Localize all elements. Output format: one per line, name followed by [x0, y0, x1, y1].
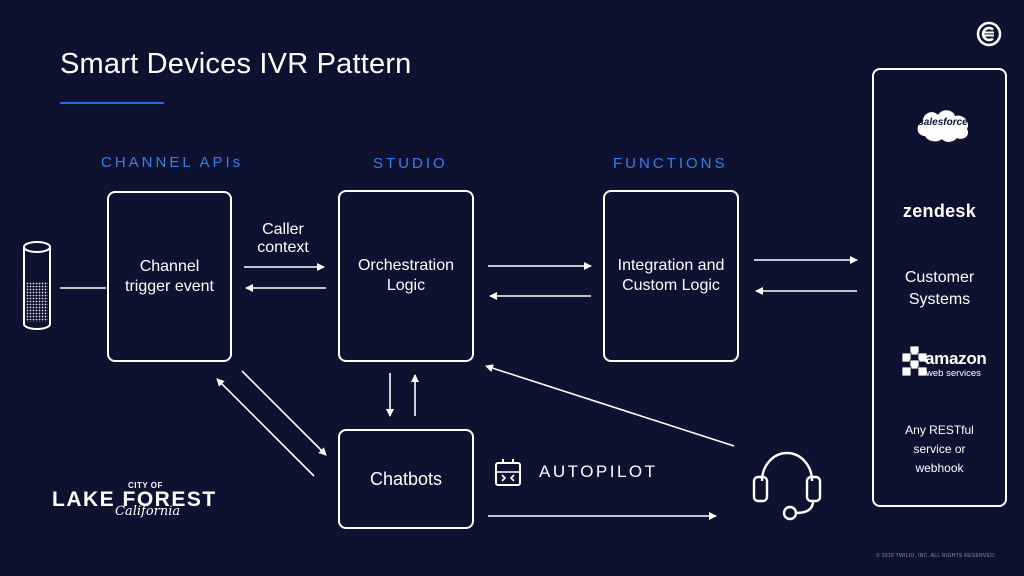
aws-cubes-icon — [901, 345, 928, 377]
section-functions: FUNCTIONS — [613, 155, 728, 172]
salesforce-logo — [913, 104, 973, 144]
section-studio: STUDIO — [373, 155, 448, 172]
chatbots-label: Chatbots — [369, 469, 443, 489]
title-underline — [60, 102, 164, 104]
autopilot-label: AUTOPILOT — [539, 462, 658, 481]
orchestration-label: Orchestration Logic — [357, 257, 455, 294]
customer-systems-label: Customer Systems — [904, 269, 975, 308]
page-title: Smart Devices IVR Pattern — [60, 48, 412, 80]
amazon-sub-label: web services — [926, 368, 981, 379]
zendesk-logo: zendesk — [902, 201, 977, 221]
california-label: California — [115, 504, 181, 519]
headset-icon — [750, 445, 824, 523]
restful-label: Any RESTful service or webhook — [905, 423, 974, 475]
channel-trigger-label: Channel trigger event — [125, 257, 214, 295]
twilio-brand-icon — [976, 21, 1002, 47]
copyright-text: © 2019 TWILIO, INC. ALL RIGHTS RESERVED. — [876, 553, 996, 559]
integration-label: Integration and Custom Logic — [617, 257, 725, 294]
lake-forest-label: LAKE FOREST — [52, 488, 217, 511]
orchestration-box: Orchestration Logic — [338, 190, 474, 362]
section-channel-apis: CHANNEL APIs — [101, 154, 244, 171]
customer-systems-panel — [872, 68, 1007, 507]
amazon-label: amazon — [925, 349, 987, 368]
autopilot-bot-icon — [493, 457, 523, 487]
salesforce-label: salesforce — [918, 117, 968, 128]
integration-box: Integration and Custom Logic — [603, 190, 739, 362]
chatbots-box: Chatbots — [338, 429, 474, 529]
city-of-label: CITY OF — [128, 481, 163, 490]
caller-context-label: Caller context — [257, 221, 309, 256]
smart-speaker-icon — [20, 240, 54, 332]
channel-trigger-box: Channel trigger event — [107, 191, 232, 362]
